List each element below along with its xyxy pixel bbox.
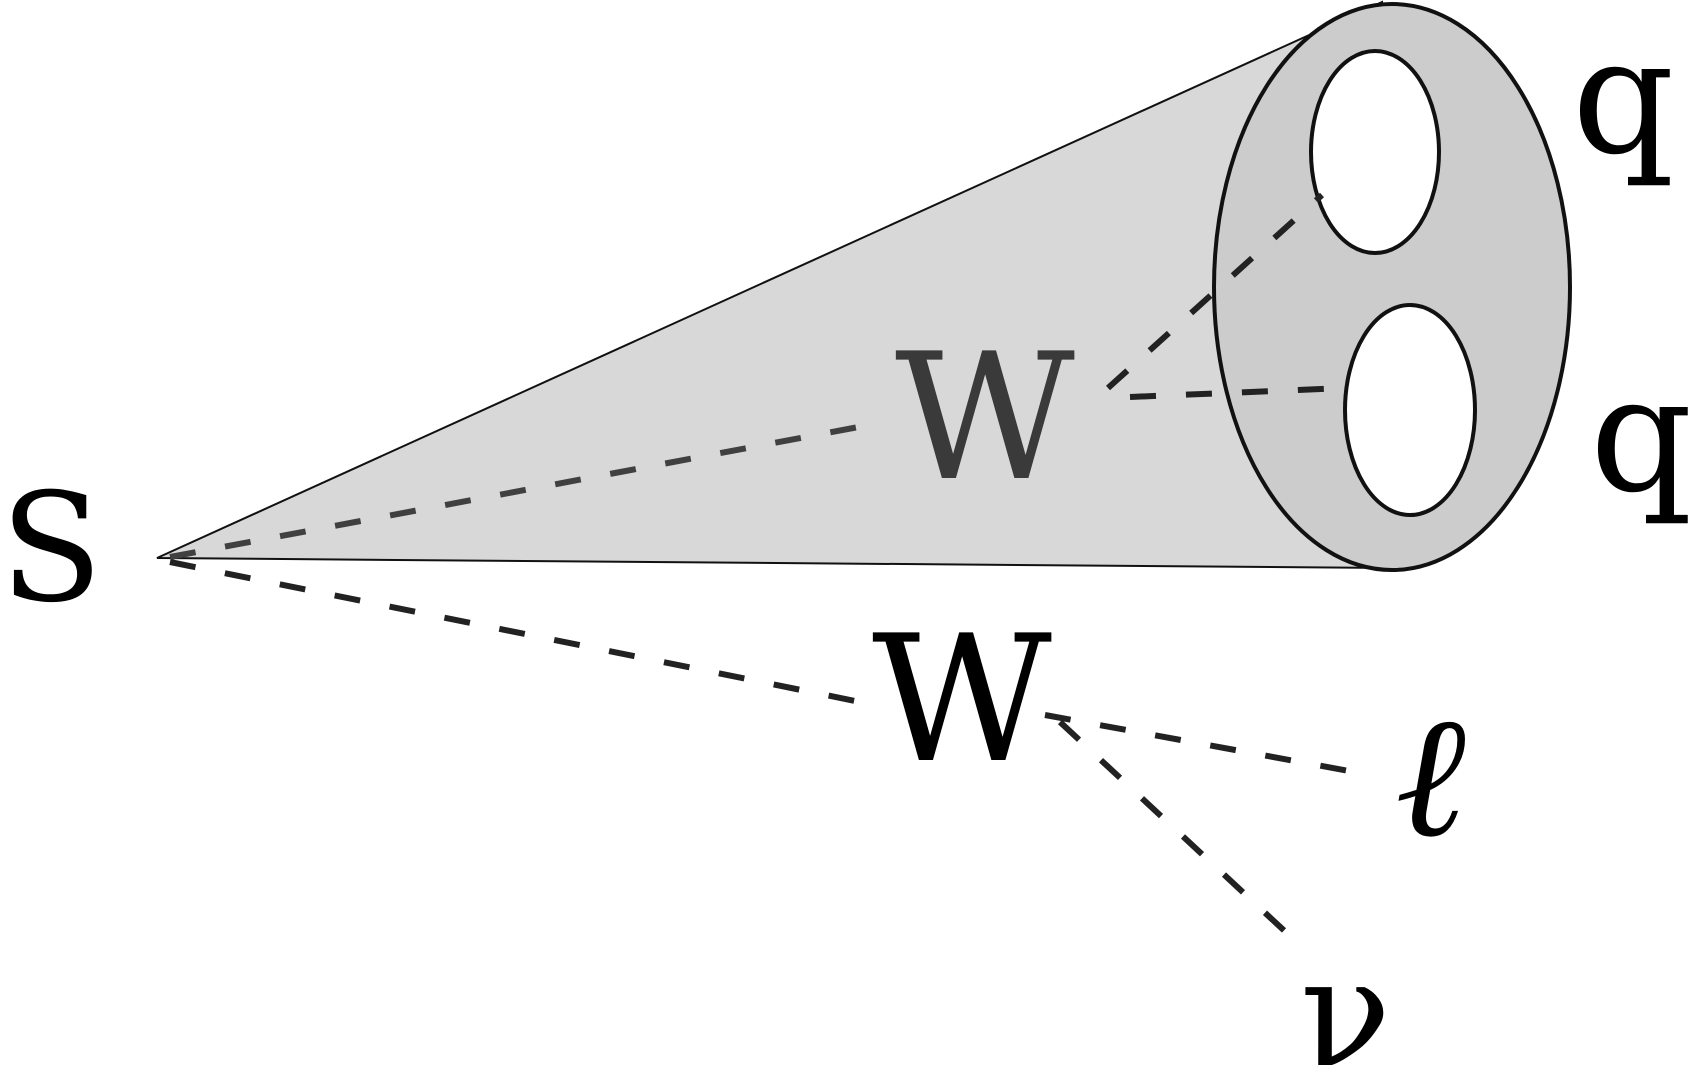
label-neutrino: ν [1300,927,1391,1081]
quark-subjet-top [1309,49,1441,255]
jet-disk [1212,2,1572,572]
label-quark-bottom: q [1590,341,1688,528]
w-to-quark-top-line [1105,192,1325,391]
s-to-w-hadronic-line [169,419,886,560]
label-lepton: ℓ [1395,678,1466,876]
w-to-lepton-line [1044,712,1361,776]
label-quark-top: q [1572,3,1674,190]
s-to-w-leptonic-line [169,559,876,708]
label-w-leptonic: W [872,599,1052,802]
w-to-quark-bottom-line [1129,385,1346,400]
quark-subjet-bottom [1343,303,1477,517]
label-w-hadronic: W [895,317,1075,520]
label-s: S [0,462,103,636]
jet-cone [156,0,1392,570]
